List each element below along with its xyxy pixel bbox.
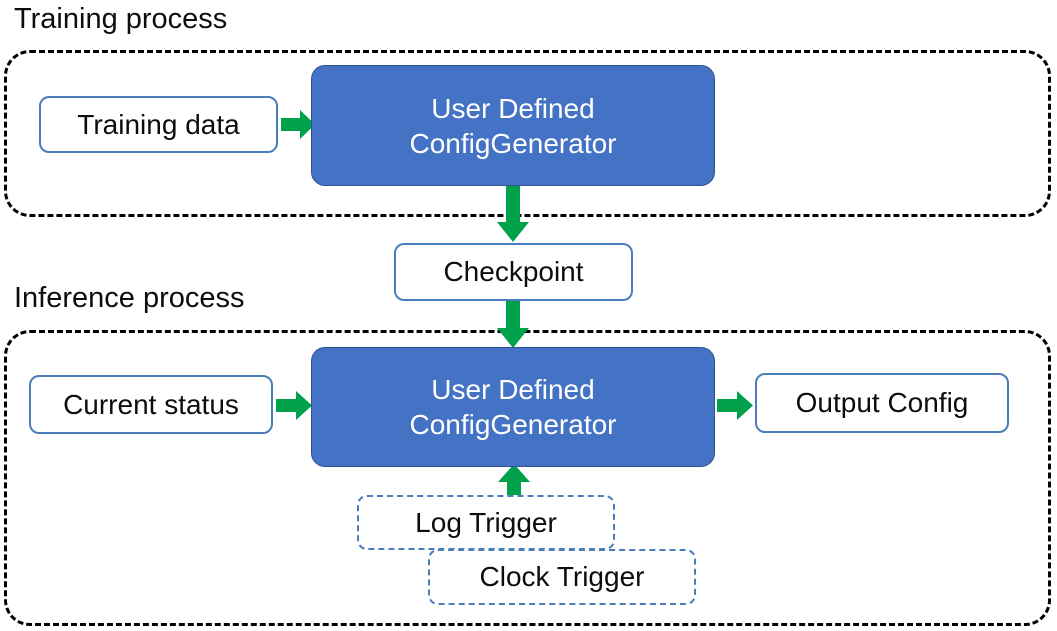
inference-generator-line1: User Defined	[431, 374, 595, 405]
training-data-box[interactable]: Training data	[39, 96, 278, 153]
inference-generator-line2: ConfigGenerator	[409, 409, 617, 440]
inference-process-title: Inference process	[14, 282, 245, 314]
training-config-generator-box[interactable]: User Defined ConfigGenerator	[311, 65, 715, 186]
clock-trigger-box[interactable]: Clock Trigger	[428, 549, 696, 605]
training-process-title: Training process	[14, 3, 228, 35]
output-config-box[interactable]: Output Config	[755, 373, 1009, 433]
training-generator-line2: ConfigGenerator	[409, 127, 617, 159]
current-status-box[interactable]: Current status	[29, 375, 273, 434]
log-trigger-box[interactable]: Log Trigger	[357, 495, 615, 550]
training-generator-line1: User Defined	[431, 92, 595, 124]
checkpoint-box[interactable]: Checkpoint	[394, 243, 633, 301]
inference-config-generator-box[interactable]: User Defined ConfigGenerator	[311, 347, 715, 467]
